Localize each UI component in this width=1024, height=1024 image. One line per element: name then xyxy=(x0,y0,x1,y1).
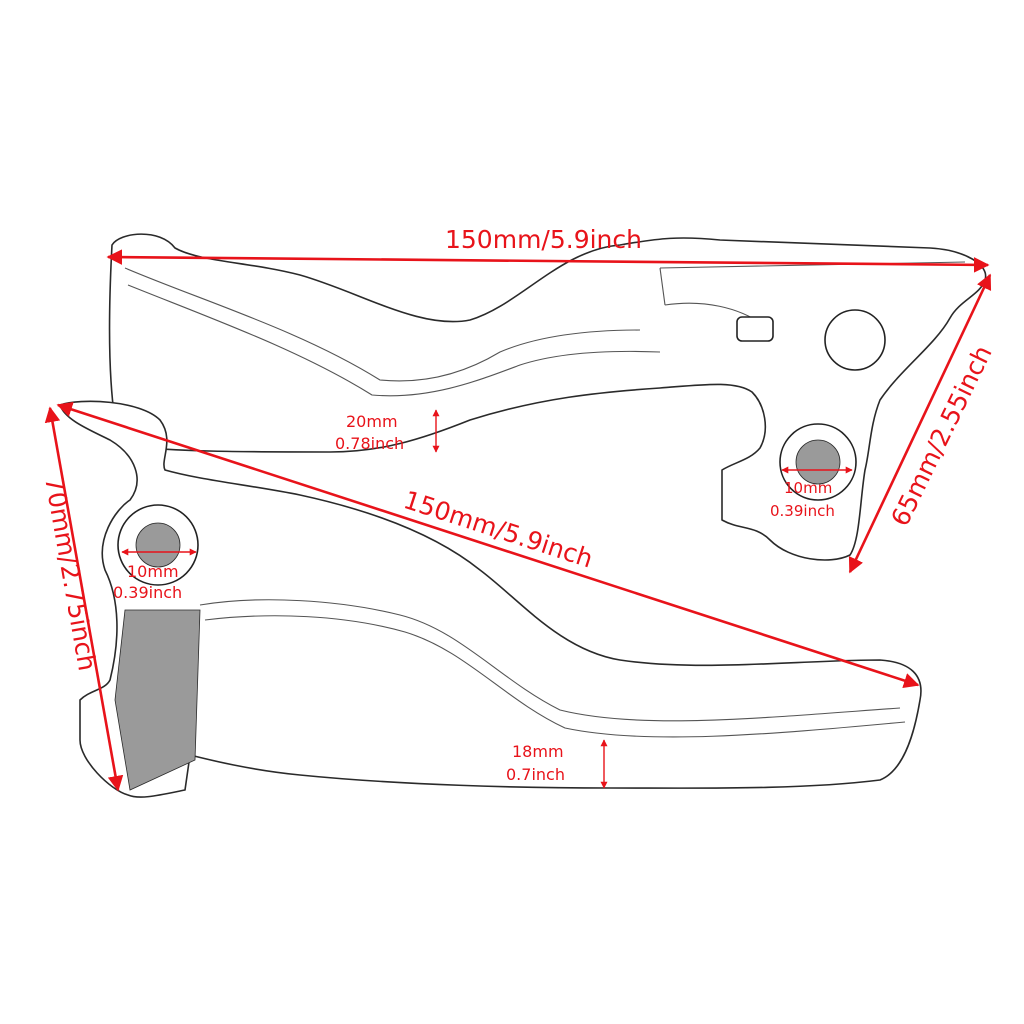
top-lever-bevel xyxy=(124,267,641,382)
top-lever-bevel-2 xyxy=(127,284,661,397)
top-lever-upper-hole xyxy=(824,309,886,371)
top-blade-mm-label: 20mm xyxy=(346,412,398,431)
bottom-lever-pivot-hole xyxy=(135,522,181,568)
bottom-lever-pivot-shadow xyxy=(114,609,201,791)
top-length-dimension-line xyxy=(106,249,990,273)
bottom-height-dimension-line xyxy=(44,406,124,792)
bottom-height-label: 70mm/2.75inch xyxy=(39,474,102,673)
bottom-length-dimension-line xyxy=(56,401,920,689)
top-lever-slot xyxy=(736,316,774,342)
bottom-hole-mm-label: 10mm xyxy=(127,562,179,581)
top-hole-inch-label: 0.39inch xyxy=(770,502,835,520)
bottom-blade-mm-label: 18mm xyxy=(512,742,564,761)
top-lever-pivot-hole xyxy=(795,439,841,485)
top-hole-mm-label: 10mm xyxy=(784,479,832,497)
top-length-label: 150mm/5.9inch xyxy=(445,225,642,254)
bottom-hole-inch-label: 0.39inch xyxy=(113,583,182,602)
top-blade-inch-label: 0.78inch xyxy=(335,434,404,453)
bottom-blade-inch-label: 0.7inch xyxy=(506,765,565,784)
